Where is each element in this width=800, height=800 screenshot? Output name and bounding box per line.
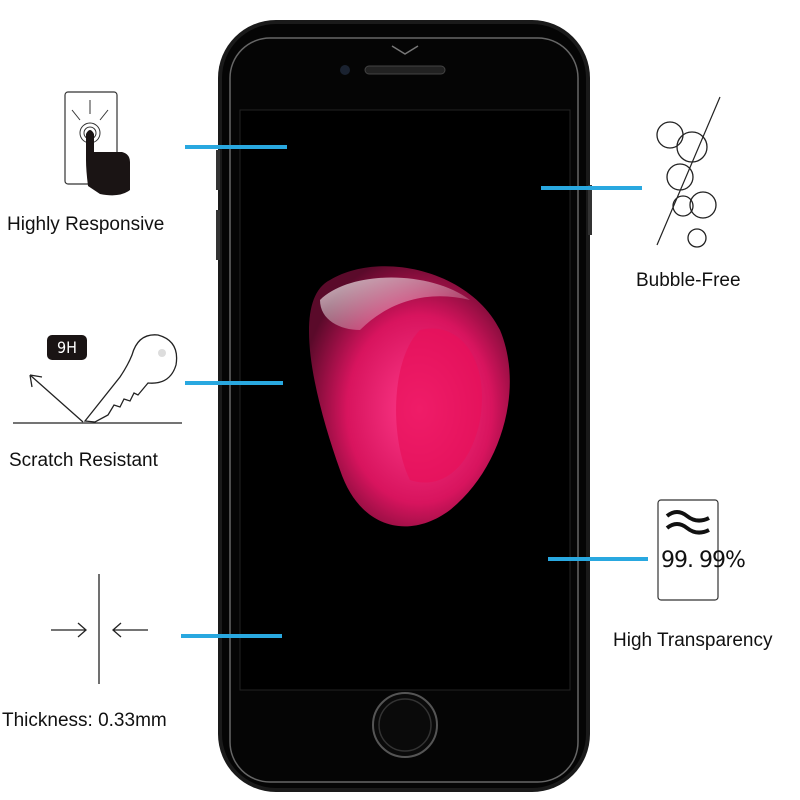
transparency-value: 99. 99%: [661, 548, 746, 573]
connector-line: [181, 634, 282, 638]
feature-label-high-transparency: High Transparency: [613, 630, 773, 651]
home-button: [372, 692, 438, 758]
connector-line: [541, 186, 642, 190]
connector-line: [548, 557, 648, 561]
camera-icon: [340, 65, 350, 75]
hardness-badge: 9H: [47, 335, 87, 360]
connector-line: [185, 381, 283, 385]
key-scratch-icon: [13, 334, 182, 424]
transparency-icon: [657, 499, 719, 601]
connector-line: [185, 145, 287, 149]
screen-protector-outline: [229, 37, 579, 783]
feature-label-thickness: Thickness: 0.33mm: [2, 710, 167, 731]
feature-label-highly-responsive: Highly Responsive: [7, 214, 165, 235]
touch-icon: [64, 91, 130, 196]
feature-label-scratch-resistant: Scratch Resistant: [9, 450, 158, 471]
feature-label-bubble-free: Bubble-Free: [636, 270, 741, 291]
thickness-arrows-icon: [51, 574, 148, 684]
speaker: [364, 65, 446, 75]
bubbles-icon: [656, 96, 721, 248]
